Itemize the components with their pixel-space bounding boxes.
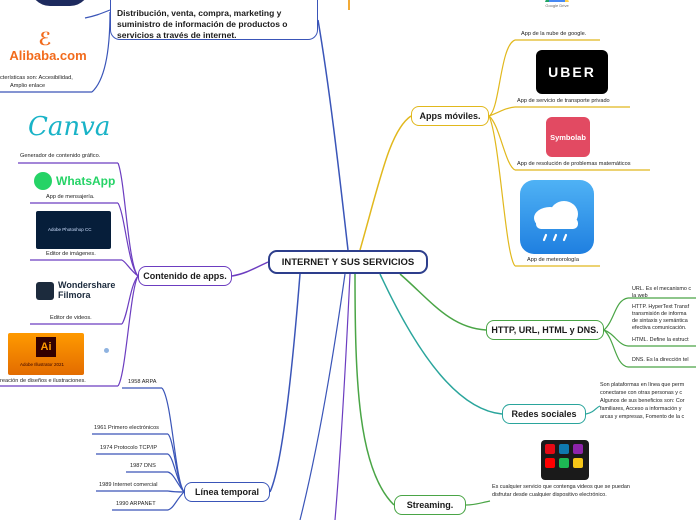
google-drive-logo: Google Drive: [538, 0, 576, 18]
comercio-text: Distribución, venta, compra, marketing y…: [117, 8, 288, 40]
app-icon: [573, 444, 583, 454]
top-left-logo: [30, 0, 90, 6]
link-alibaba-2: [91, 11, 111, 93]
link-alibaba: [84, 9, 111, 19]
link-http: [399, 273, 487, 331]
branch-streaming[interactable]: Streaming.: [394, 495, 466, 515]
symbolab-logo: Symbolab: [546, 117, 590, 157]
canva-caption: Generador de contenido gráfico.: [20, 153, 101, 159]
attachment-dot: [104, 348, 109, 353]
link-linea: [269, 273, 301, 493]
redes-text-3: Algunos de sus beneficios son: Cor: [600, 398, 685, 404]
streaming-text-2: disfrutar desde cualquier dispositivo el…: [492, 492, 607, 498]
redes-text-4: familiares, Acceso a información y: [600, 406, 682, 412]
symbolab-caption: App de resolución de problemas matemátic…: [517, 161, 631, 167]
link-apps-uber: [488, 106, 516, 117]
redes-text-1: Son plataformas en línea que perm: [600, 382, 685, 388]
timeline-item: 1987 DNS: [130, 463, 156, 469]
symbolab-wordmark: Symbolab: [550, 132, 586, 142]
branch-http-url-html-dns[interactable]: HTTP, URL, HTML y DNS.: [486, 320, 604, 340]
photoshop-caption: Editor de imágenes.: [46, 251, 96, 257]
branch-contenido-de-apps[interactable]: Contenido de apps.: [138, 266, 232, 286]
whatsapp-icon: [34, 172, 52, 190]
link-extra-2: [299, 273, 346, 520]
link-apps-symbolab: [488, 115, 516, 171]
link-contenido: [231, 261, 269, 277]
link-extra-1: [334, 273, 351, 520]
weather-app-icon: [520, 180, 594, 254]
app-icon: [559, 458, 569, 468]
uber-wordmark: UBER: [548, 64, 596, 80]
weather-caption: App de meteorología: [527, 257, 579, 263]
http-text-4: efectiva comunicación.: [632, 325, 687, 331]
link-apps-drive: [488, 39, 516, 117]
http-text-1: HTTP. HyperText Transf: [632, 304, 690, 310]
timeline-item: 1961 Primero electrónicos: [94, 425, 159, 431]
whatsapp-logo: WhatsApp: [34, 170, 116, 194]
streaming-text-1: Es cualquier servicio que contenga video…: [492, 484, 630, 490]
timeline-item: 1989 Internet comercial: [99, 482, 158, 488]
link-streaming: [354, 273, 395, 506]
redes-text-5: arcas y empresas, Fomento de la c: [600, 414, 685, 420]
netflix-icon: [545, 444, 555, 454]
branch-linea-temporal[interactable]: Línea temporal: [184, 482, 270, 502]
whatsapp-caption: App de mensajería.: [46, 194, 95, 200]
whatsapp-wordmark: WhatsApp: [56, 174, 116, 188]
uber-caption: App de servicio de transporte privado: [517, 98, 610, 104]
photoshop-wordmark: Adobe Photoshop CC: [48, 227, 92, 232]
cloud-rain-icon: [534, 201, 578, 242]
link-apps: [359, 115, 412, 251]
filmora-wordmark-2: Filmora: [58, 290, 91, 300]
alibaba-caption-1: cterísticas son: Accesibilidad,: [0, 75, 73, 81]
central-topic[interactable]: INTERNET Y SUS SERVICIOS: [268, 250, 428, 274]
app-icon: [545, 458, 555, 468]
uber-logo: UBER: [536, 50, 608, 94]
http-text-3: de sintaxis y semántica: [632, 318, 688, 324]
filmora-icon: [36, 282, 54, 300]
comercio-electronico-node[interactable]: Distribución, venta, compra, marketing y…: [110, 0, 318, 40]
alibaba-wordmark: Alibaba.com: [9, 48, 87, 63]
filmora-logo: Wondershare Filmora: [36, 280, 126, 304]
drive-caption: App de la nube de google.: [521, 31, 587, 37]
illustrator-icon: Ai: [36, 337, 56, 357]
alibaba-logo: ℰ Alibaba.com: [8, 30, 88, 66]
timeline-item: 1990 ARPANET: [116, 501, 156, 507]
link-redes: [379, 273, 503, 415]
timeline-item: 1958 ARPA: [128, 379, 157, 385]
link-apps-weather: [488, 115, 516, 267]
illustrator-image: Ai Adobe Illustrator 2021: [8, 333, 84, 375]
app-icon: [573, 458, 583, 468]
photoshop-image: Adobe Photoshop CC: [36, 211, 111, 249]
url-text-1: URL. Es el mecanismo c: [632, 286, 692, 292]
filmora-caption: Editor de videos.: [50, 315, 92, 321]
redes-text-2: conectarse con otras personas y c: [600, 390, 683, 396]
app-icon: [559, 444, 569, 454]
branch-redes-sociales[interactable]: Redes sociales: [502, 404, 586, 424]
streaming-apps-image: [541, 440, 589, 480]
illustrator-wordmark: Adobe Illustrator 2021: [20, 362, 65, 367]
alibaba-caption-2: Amplio enlace: [10, 83, 46, 89]
timeline-item: 1974 Protocolo TCP/IP: [100, 445, 158, 451]
link-comercio: [317, 19, 349, 251]
branch-apps-moviles[interactable]: Apps móviles.: [411, 106, 489, 126]
illustrator-caption: reación de diseños e ilustraciones.: [0, 378, 86, 384]
drive-wordmark: Google Drive: [545, 3, 569, 8]
alibaba-icon: ℰ: [38, 29, 52, 49]
canva-logo: Canva: [28, 112, 111, 142]
dns-text: DNS. Es la dirección tel: [632, 357, 689, 363]
url-text-2: la web: [632, 293, 648, 299]
filmora-wordmark-1: Wondershare: [58, 280, 116, 290]
drive-icon: [545, 0, 569, 2]
html-text: HTML. Define la estruct: [632, 337, 689, 343]
http-text-2: transmisión de informa: [632, 311, 687, 317]
